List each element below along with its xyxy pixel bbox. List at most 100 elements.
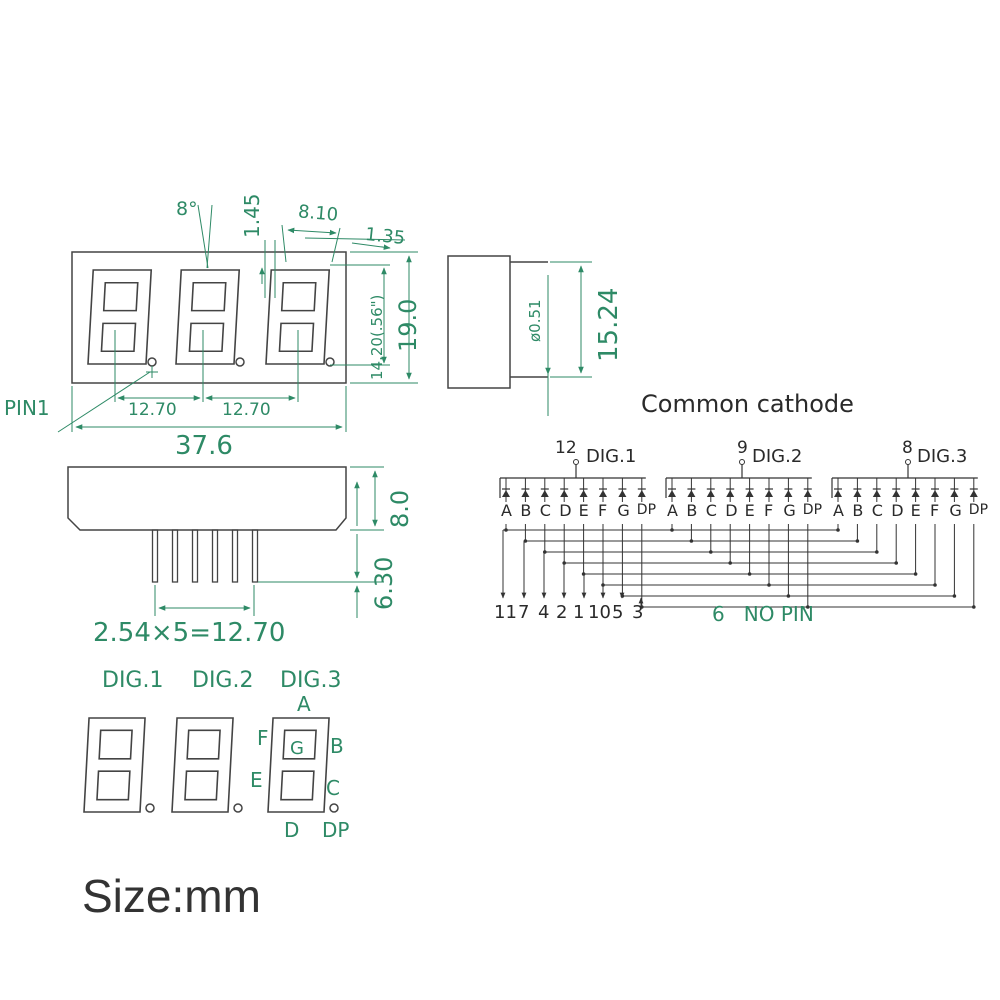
diode <box>911 490 920 497</box>
legend-dig1-label: DIG.1 <box>102 668 164 693</box>
diode <box>853 490 862 497</box>
segment-label-f: F <box>764 501 774 520</box>
dim-pitch-1-label: 12.70 <box>128 400 177 420</box>
diode <box>599 490 607 497</box>
schematic-wiring <box>499 459 978 609</box>
segment-b-label: B <box>330 734 344 758</box>
segment-label-g: G <box>949 501 962 520</box>
front-digit-3 <box>265 269 331 365</box>
diode <box>560 490 569 497</box>
group-2-pin: 9 <box>737 438 748 458</box>
segment-e-label: E <box>250 768 263 792</box>
diode <box>579 490 588 497</box>
diode <box>803 490 812 497</box>
segment-label-dp: DP <box>636 502 657 518</box>
diode <box>521 490 530 497</box>
legend-dig3-label: DIG.3 <box>280 668 342 693</box>
dim-pin-length-label: 6.30 <box>370 556 398 610</box>
pin-number-10: 10 <box>588 602 611 623</box>
segment-label-dp: DP <box>802 502 823 518</box>
diode <box>502 490 510 497</box>
diode <box>765 490 773 497</box>
diode <box>706 490 715 497</box>
dim-body-height-label: 8.0 <box>386 489 414 528</box>
segment-label-f: F <box>930 501 940 520</box>
diode <box>834 490 842 497</box>
legend-dp-2 <box>233 803 243 813</box>
front-view <box>57 204 418 433</box>
diode <box>687 490 696 497</box>
diode <box>872 490 881 497</box>
no-pin-note: 6 NO PIN <box>712 602 814 626</box>
side-view <box>447 255 592 416</box>
front-dp-1 <box>147 357 157 367</box>
segment-g-label: G <box>290 738 304 759</box>
segment-label-f: F <box>598 501 608 520</box>
dim-digit-width-label: 8.10 <box>297 201 339 226</box>
pin-number-3: 3 <box>632 602 644 623</box>
pin-6 <box>251 529 259 583</box>
bottom-body-outline <box>67 466 347 531</box>
pin-1 <box>151 529 159 583</box>
diode <box>931 490 939 497</box>
segment-label-dp: DP <box>968 502 989 518</box>
group-3-pin: 8 <box>902 438 913 458</box>
bottom-view <box>67 466 384 618</box>
pin-number-2: 2 <box>556 602 568 623</box>
group-2-digit: DIG.2 <box>752 446 803 467</box>
segment-label-b: B <box>520 501 532 520</box>
front-dp-2 <box>235 357 245 367</box>
pin-number-5: 5 <box>612 602 624 623</box>
segment-legend <box>83 717 339 813</box>
pin1-label: PIN1 <box>4 396 50 420</box>
segment-f-label: F <box>257 726 269 750</box>
dim-angle-label: 8° <box>176 198 198 220</box>
legend-dig2-label: DIG.2 <box>192 668 254 693</box>
dim-total-width-label: 37.6 <box>175 431 233 461</box>
dim-pitch-2-label: 12.70 <box>222 400 271 420</box>
segment-label-c: C <box>539 501 551 520</box>
pin-number-7: 7 <box>518 602 530 623</box>
legend-dp-3 <box>329 803 339 813</box>
front-digit-2 <box>175 269 241 365</box>
segment-a-label: A <box>297 692 311 716</box>
diode <box>726 490 735 497</box>
dim-char-height-label: 14.20(.56") <box>368 294 386 380</box>
front-digit-1 <box>87 269 153 365</box>
pin-row <box>151 529 259 583</box>
segment-c-label: C <box>326 776 340 800</box>
diode <box>969 490 978 497</box>
segment-label-e: E <box>744 501 755 520</box>
side-body-outline <box>447 255 511 389</box>
dim-seg-width-label: 1.45 <box>240 193 264 238</box>
segment-label-d: D <box>559 501 572 520</box>
pin-3 <box>191 529 199 583</box>
size-note: Size:mm <box>82 870 261 922</box>
pin-2 <box>171 529 179 583</box>
segment-label-a: A <box>833 501 844 520</box>
segment-d-label: D <box>284 818 300 842</box>
group-1-digit: DIG.1 <box>586 446 637 467</box>
group-1-pin: 12 <box>555 438 577 458</box>
pin-number-1: 1 <box>573 602 585 623</box>
legend-digit-1 <box>83 717 146 813</box>
display-body-outline <box>71 251 347 384</box>
segment-label-a: A <box>501 501 512 520</box>
dim-height-label: 19.0 <box>394 298 422 352</box>
schematic-title: Common cathode <box>641 390 854 418</box>
legend-digit-2 <box>171 717 234 813</box>
segment-label-d: D <box>891 501 904 520</box>
dim-pin-span-label: 15.24 <box>594 287 624 362</box>
diode <box>950 490 959 497</box>
segment-label-e: E <box>578 501 589 520</box>
diode <box>637 490 646 497</box>
front-dp-3 <box>325 357 335 367</box>
diode <box>540 490 549 497</box>
legend-digit-3 <box>267 717 330 813</box>
segment-label-b: B <box>686 501 698 520</box>
group-3-digit: DIG.3 <box>917 446 968 467</box>
segment-label-c: C <box>871 501 883 520</box>
pin-4 <box>211 529 219 583</box>
schematic <box>499 459 978 609</box>
